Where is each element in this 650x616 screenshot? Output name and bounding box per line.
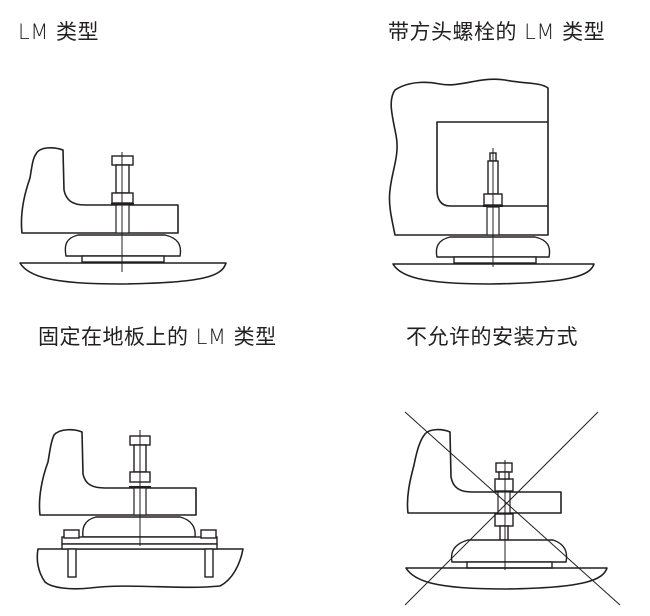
figure-lm-type <box>19 147 227 285</box>
anchor-bolt-right <box>204 548 214 578</box>
mount-base <box>81 255 165 263</box>
mount-dome <box>64 234 182 257</box>
floor-slab <box>36 548 244 590</box>
floor-lens <box>405 567 608 590</box>
bolt-shank-lower <box>499 525 509 541</box>
figure-lm-fixed-floor <box>36 428 244 590</box>
floor-lens <box>19 262 227 285</box>
anchor-bolt-left <box>67 548 77 578</box>
machine-foot <box>38 428 197 516</box>
machine-foot <box>20 147 179 234</box>
figure-lm-square-head-bolt <box>388 78 595 285</box>
machine-frame <box>388 78 549 236</box>
lower-nut <box>494 513 514 527</box>
mount-dome <box>450 539 568 563</box>
panel-title-lm-square-head-bolt: 带方头螺栓的 LM 类型 <box>388 20 606 44</box>
figure-not-permitted <box>404 411 621 606</box>
panel-title-lm-fixed-floor: 固定在地板上的 LM 类型 <box>38 325 277 349</box>
panel-title-lm-type: LM 类型 <box>18 20 99 44</box>
cross-line-2 <box>404 411 599 606</box>
machine-foot <box>406 428 562 514</box>
bolt-bore <box>497 491 511 514</box>
anchor-nut-right <box>200 529 217 539</box>
upper-nut <box>494 478 514 492</box>
mount-base <box>453 256 537 264</box>
top-nut <box>495 462 513 473</box>
mount-dome <box>82 516 196 538</box>
bolt-shank <box>498 471 510 480</box>
anchor-nut-left <box>63 529 80 539</box>
floor-lens <box>392 263 595 285</box>
mount-base <box>466 561 553 569</box>
cross-line-1 <box>404 411 621 606</box>
panel-title-not-permitted: 不允许的安装方式 <box>406 325 578 349</box>
